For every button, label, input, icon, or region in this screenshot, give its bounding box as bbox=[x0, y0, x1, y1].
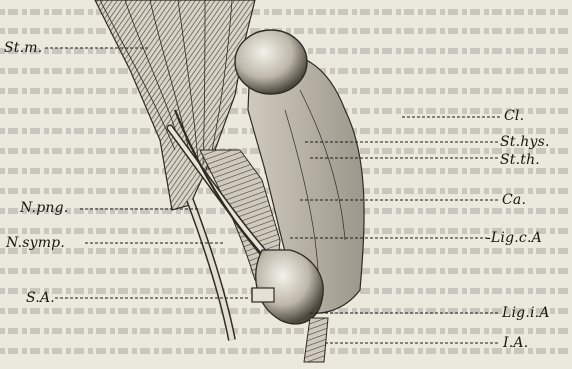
label-ca: Ca. bbox=[502, 193, 526, 207]
label-cl: Cl. bbox=[504, 109, 524, 123]
label-lig-i-a: Lig.i.A bbox=[502, 306, 550, 320]
sympathetic-nerve bbox=[190, 200, 232, 340]
label-st-hys: St.hys. bbox=[500, 135, 550, 149]
label-n-symp: N.symp. bbox=[6, 236, 65, 250]
label-lig-c-a: -Lig.c.A bbox=[486, 231, 542, 245]
clavicle-head bbox=[235, 30, 307, 94]
subclavian-artery bbox=[252, 288, 274, 302]
label-st-m: St.m. bbox=[4, 41, 42, 55]
label-s-a: S.A. bbox=[26, 291, 55, 305]
label-i-a: I.A. bbox=[503, 336, 528, 350]
label-n-png: N.png. bbox=[20, 201, 68, 215]
label-st-th: St.th. bbox=[500, 153, 540, 167]
innominate-artery bbox=[304, 318, 328, 362]
